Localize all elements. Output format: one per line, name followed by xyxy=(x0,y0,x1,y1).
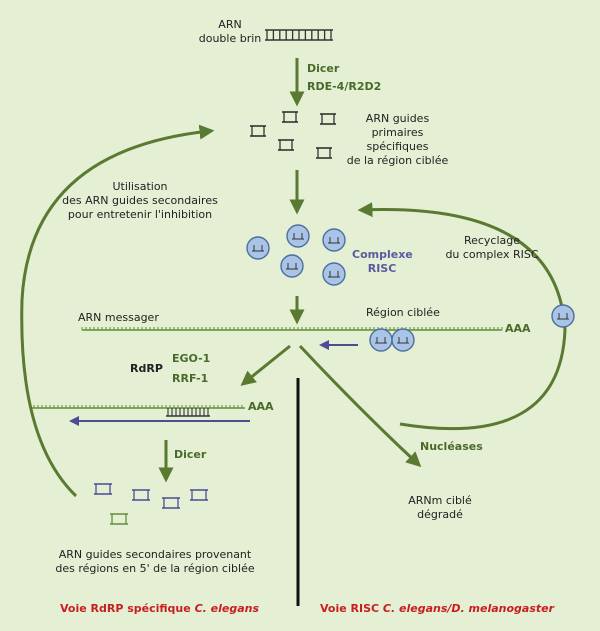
dicer-label: Dicer xyxy=(307,62,340,75)
bound-risc-icon xyxy=(369,328,415,352)
rdrp-pathway-prefix: Voie RdRP spécifique xyxy=(60,602,195,615)
dsrna-label: ARN double brin xyxy=(198,18,262,45)
risc-pathway-species: C. elegans/D. melanogaster xyxy=(382,602,555,615)
rrf1-label: RRF-1 xyxy=(172,372,209,385)
risc-pathway-prefix: Voie RISC xyxy=(320,602,383,615)
secondary-guides-icon xyxy=(94,483,208,525)
rdrp-pathway-species: C. elegans xyxy=(194,602,260,615)
polya-tail-label-2: AAA xyxy=(248,400,274,413)
ego1-label: EGO-1 xyxy=(172,352,211,365)
risc-complexes xyxy=(246,224,346,286)
recycled-risc-icon xyxy=(551,304,575,328)
dsrna-icon xyxy=(265,29,333,41)
secondary-guides-label: ARN guides secondaires provenant des rég… xyxy=(55,548,255,575)
utilisation-label: Utilisation des ARN guides secondaires p… xyxy=(62,180,218,221)
nucleases-label: Nucléases xyxy=(420,440,483,453)
rdrp-pathway-title: Voie RdRP spécifique C. elegans xyxy=(60,588,259,616)
rde-label: RDE-4/R2D2 xyxy=(307,80,382,93)
primary-guides-label: ARN guides primaires spécifiques de la r… xyxy=(346,112,449,167)
rdrp-dsrna-strand xyxy=(29,405,245,417)
risc-pathway-title: Voie RISC C. elegans/D. melanogaster xyxy=(320,588,554,616)
degradation-arrow xyxy=(298,344,422,468)
polya-tail-label: AAA xyxy=(505,322,531,335)
primary-guides-icon xyxy=(250,111,336,159)
target-region-label: Région ciblée xyxy=(366,306,440,319)
rdrp-label: RdRP xyxy=(130,362,163,375)
recycling-arrow xyxy=(357,202,567,431)
amplification-arrow xyxy=(20,124,215,498)
degraded-mrna-label: ARNm ciblé dégradé xyxy=(408,494,472,521)
mrna-strand xyxy=(81,327,503,331)
rdrp-branch-arrow xyxy=(240,344,291,386)
mrna-label: ARN messager xyxy=(78,311,159,324)
dicer2-label: Dicer xyxy=(174,448,207,461)
recycling-label: Recyclage du complex RISC xyxy=(445,234,539,261)
risc-complex-label: Complexe RISC xyxy=(352,248,413,275)
